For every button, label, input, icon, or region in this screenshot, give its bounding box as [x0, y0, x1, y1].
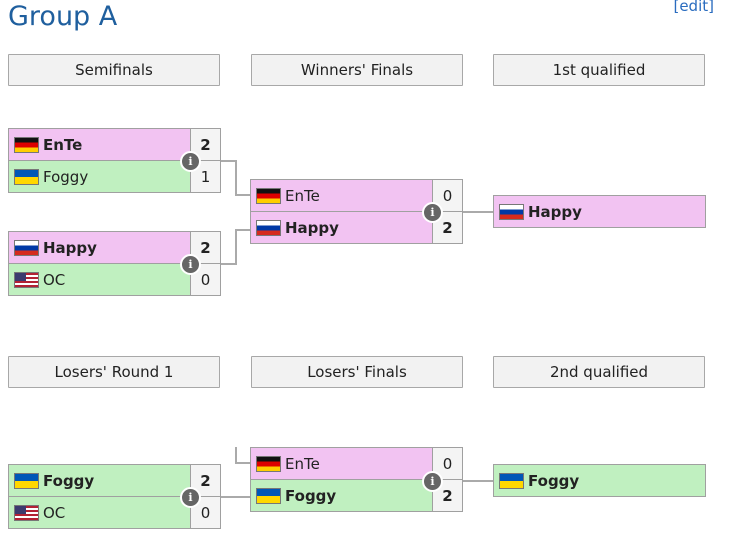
header-second-qualified: 2nd qualified [493, 356, 705, 388]
russia-flag-icon [499, 203, 524, 220]
match-slot[interactable]: Happy 2 [250, 211, 463, 244]
first-qualified-slot[interactable]: Happy [493, 195, 706, 228]
player-name: Happy [285, 218, 339, 237]
match-slot[interactable]: Happy 2 [8, 231, 221, 264]
info-icon[interactable]: i [422, 471, 443, 492]
ukraine-flag-icon [14, 472, 39, 489]
match-slot[interactable]: OC 0 [8, 496, 221, 529]
player-name: Foggy [285, 486, 337, 505]
player-name: OC [43, 270, 66, 289]
score: 0 [432, 448, 462, 479]
ukraine-flag-icon [499, 472, 524, 489]
germany-flag-icon [256, 187, 281, 204]
match-slot[interactable]: Foggy 2 [250, 479, 463, 512]
header-first-qualified: 1st qualified [493, 54, 705, 86]
usa-flag-icon [14, 271, 39, 288]
match-winners-final: EnTe 0 Happy 2 [250, 179, 463, 244]
russia-flag-icon [14, 239, 39, 256]
connector-into-lf [235, 447, 252, 464]
header-semifinals: Semifinals [8, 54, 220, 86]
match-slot[interactable]: EnTe 0 [250, 447, 463, 480]
match-slot[interactable]: Foggy 1 [8, 160, 221, 193]
match-slot[interactable]: EnTe 2 [8, 128, 221, 161]
second-qualified-slot[interactable]: Foggy [493, 464, 706, 497]
player-name: Foggy [528, 471, 580, 490]
header-losers-round-1: Losers' Round 1 [8, 356, 220, 388]
ukraine-flag-icon [256, 487, 281, 504]
info-icon[interactable]: i [180, 151, 201, 172]
player-name: EnTe [285, 186, 320, 205]
edit-link[interactable]: [edit] [673, 0, 714, 15]
germany-flag-icon [14, 136, 39, 153]
usa-flag-icon [14, 504, 39, 521]
player-name: Happy [528, 202, 582, 221]
player-name: Happy [43, 238, 97, 257]
header-winners-finals: Winners' Finals [251, 54, 463, 86]
match-semifinal-1: EnTe 2 Foggy 1 [8, 128, 221, 193]
player-name: Foggy [43, 167, 89, 186]
player-name: EnTe [43, 135, 83, 154]
russia-flag-icon [256, 219, 281, 236]
page-title: Group A [8, 1, 118, 32]
player-name: EnTe [285, 454, 320, 473]
info-icon[interactable]: i [422, 202, 443, 223]
player-name: Foggy [43, 471, 95, 490]
ukraine-flag-icon [14, 168, 39, 185]
info-icon[interactable]: i [180, 487, 201, 508]
player-name: OC [43, 503, 66, 522]
info-icon[interactable]: i [180, 254, 201, 275]
header-losers-finals: Losers' Finals [251, 356, 463, 388]
match-losers-round-1: Foggy 2 OC 0 [8, 464, 221, 529]
match-losers-final: EnTe 0 Foggy 2 [250, 447, 463, 512]
match-slot[interactable]: Foggy 2 [8, 464, 221, 497]
germany-flag-icon [256, 455, 281, 472]
